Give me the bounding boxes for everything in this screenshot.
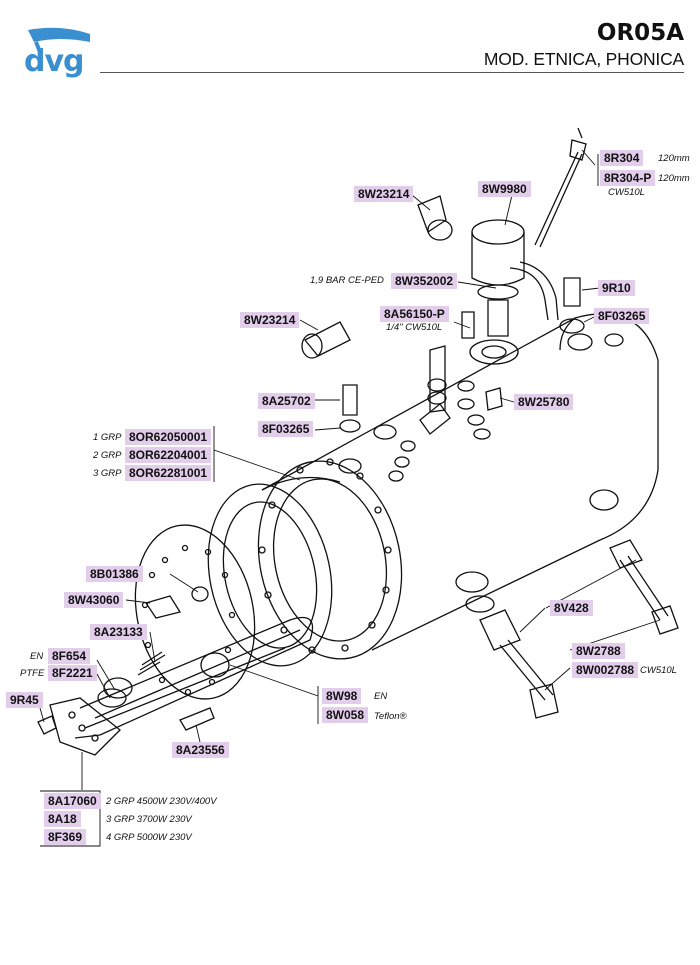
small-fittings: [37, 195, 585, 735]
part-note: 4 GRP 5000W 230V: [106, 832, 192, 843]
part-label[interactable]: 8B01386: [86, 566, 143, 582]
part-label[interactable]: 8W002788: [572, 662, 639, 678]
model-title: OR05A: [596, 20, 684, 46]
part-label[interactable]: 8A17060: [44, 793, 101, 809]
part-label[interactable]: 8OR62050001: [125, 429, 212, 445]
part-note: CW510L: [608, 187, 645, 198]
part-label[interactable]: 8A23556: [172, 742, 229, 758]
part-label[interactable]: 8A18: [44, 811, 81, 827]
part-label[interactable]: 8W43060: [64, 592, 124, 608]
part-note: 1/4" CW510L: [386, 322, 443, 333]
part-label[interactable]: 8OR62281001: [125, 465, 212, 481]
part-label[interactable]: 8W058: [322, 707, 369, 723]
brand-logo: dvg: [24, 44, 85, 79]
part-note: 1,9 BAR CE-PED: [310, 275, 384, 286]
part-label[interactable]: 9R45: [6, 692, 43, 708]
part-note: CW510L: [640, 665, 677, 676]
part-label[interactable]: 8F369: [44, 829, 87, 845]
part-label[interactable]: 8W23214: [354, 186, 414, 202]
part-label[interactable]: 8F03265: [258, 421, 314, 437]
part-note: PTFE: [20, 668, 45, 679]
part-label[interactable]: 8F654: [48, 648, 91, 664]
part-label[interactable]: 8W23214: [240, 312, 300, 328]
part-label[interactable]: 8W25780: [514, 394, 574, 410]
part-label[interactable]: 8R304: [600, 150, 644, 166]
part-label[interactable]: 8W352002: [391, 273, 458, 289]
part-note: 2 GRP 4500W 230V/400V: [106, 796, 217, 807]
model-subtitle: MOD. ETNICA, PHONICA: [483, 49, 684, 69]
part-note: EN: [30, 651, 44, 662]
part-label[interactable]: 8W9980: [478, 181, 531, 197]
part-label[interactable]: 8A23133: [90, 624, 147, 640]
part-note: 120mm: [658, 173, 690, 184]
part-label[interactable]: 8OR62204001: [125, 447, 212, 463]
part-note: Teflon®: [374, 711, 407, 722]
part-label[interactable]: 8A56150-P: [380, 306, 449, 322]
part-label[interactable]: 8V428: [550, 600, 593, 616]
part-note: 1 GRP: [93, 432, 122, 443]
part-label[interactable]: 8F2221: [48, 665, 97, 681]
leader-lines: [39, 149, 661, 847]
part-note: 2 GRP: [93, 450, 122, 461]
flange-plate: [134, 524, 256, 700]
part-label[interactable]: 8A25702: [258, 393, 315, 409]
gasket: [207, 483, 333, 667]
header-divider: [100, 72, 684, 73]
heating-element: [49, 616, 314, 756]
part-label[interactable]: 9R10: [598, 280, 635, 296]
part-label[interactable]: 8W2788: [572, 643, 625, 659]
drain-fittings: [465, 539, 679, 719]
valve-assembly: [469, 127, 587, 365]
logo-mark: [28, 27, 90, 53]
boiler-tank: [257, 313, 659, 660]
part-label[interactable]: 8F03265: [594, 308, 650, 324]
part-note: 3 GRP: [93, 468, 122, 479]
part-note: EN: [374, 691, 388, 702]
part-label[interactable]: 8W98: [322, 688, 362, 704]
part-note: 3 GRP 3700W 230V: [106, 814, 192, 825]
part-label[interactable]: 8R304-P: [600, 170, 656, 186]
part-note: 120mm: [658, 153, 690, 164]
